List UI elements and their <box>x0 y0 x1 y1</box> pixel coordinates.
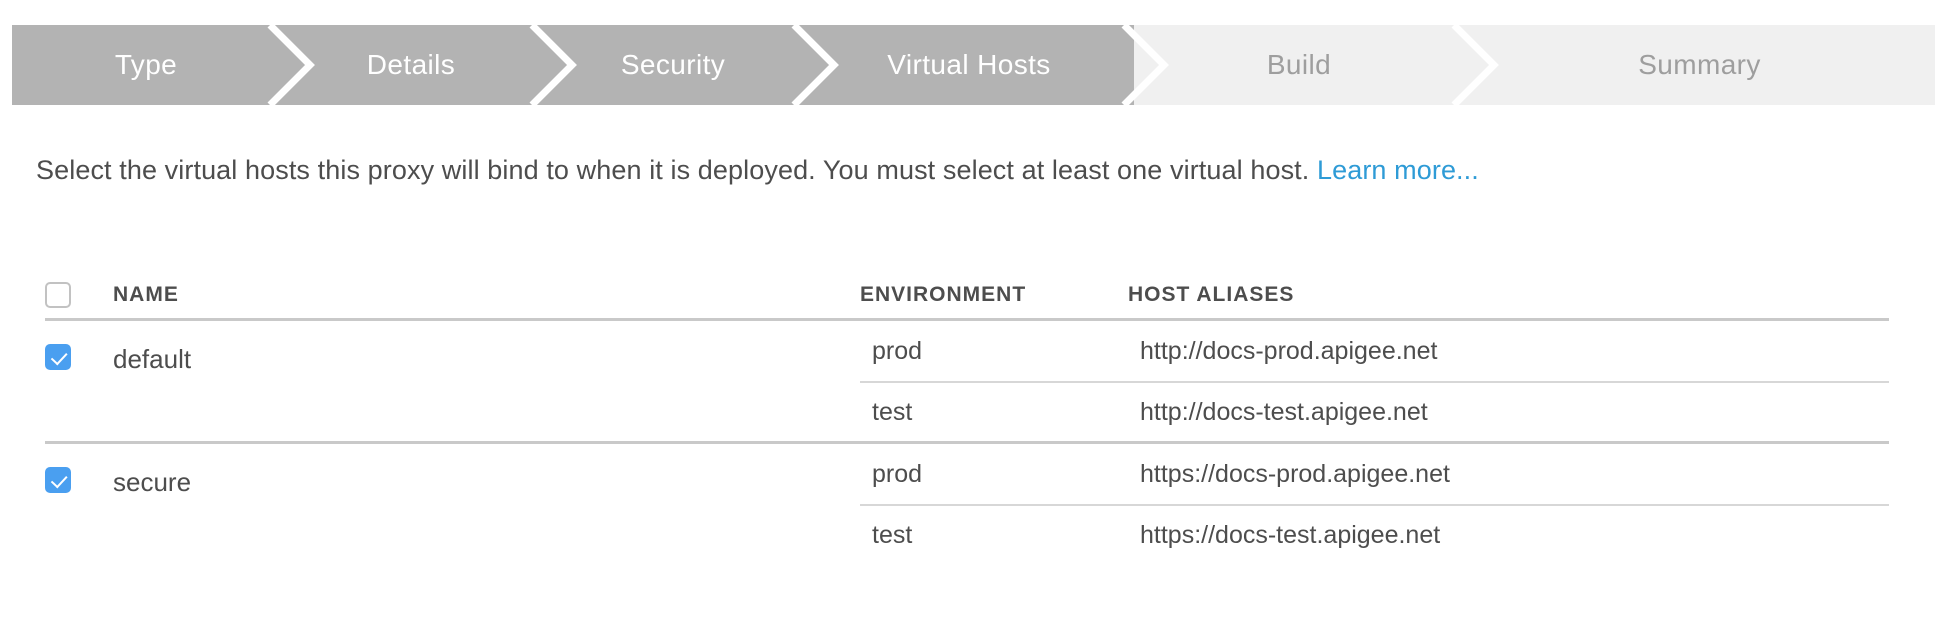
wizard-step-label: Summary <box>1638 49 1761 80</box>
virtual-host-name: secure <box>113 467 192 497</box>
wizard-step-bar: Type Details Security Virtual Hosts Build Sum… <box>12 25 1935 105</box>
table-body: default prod http://docs-prod.apigee.net te… <box>45 318 1889 564</box>
virtual-host-name-cell: default <box>45 321 860 441</box>
wizard-step-details[interactable]: Details <box>280 25 582 105</box>
environment-rows: prod http://docs-prod.apigee.net test http:… <box>860 321 1889 441</box>
select-all-cell <box>45 282 113 308</box>
wizard-step-type[interactable]: Type <box>12 25 320 105</box>
environment-value: test <box>872 397 913 426</box>
table-row: prod https://docs-prod.apigee.net <box>860 444 1889 504</box>
host-alias-value: https://docs-prod.apigee.net <box>1140 459 1450 488</box>
host-alias-value: http://docs-test.apigee.net <box>1140 397 1428 426</box>
table-row: test http://docs-test.apigee.net <box>860 381 1889 441</box>
virtual-host-select-cell <box>45 467 113 493</box>
virtual-host-group: secure prod https://docs-prod.apigee.net te… <box>45 441 1889 564</box>
table-row: test https://docs-test.apigee.net <box>860 504 1889 564</box>
table-header-row: NAME ENVIRONMENT HOST ALIASES <box>45 272 1889 318</box>
wizard-step-summary[interactable]: Summary <box>1464 25 1935 105</box>
wizard-step-virtual-hosts[interactable]: Virtual Hosts <box>804 25 1174 105</box>
wizard-step-security[interactable]: Security <box>542 25 844 105</box>
column-header-environment: ENVIRONMENT <box>860 283 1027 306</box>
host-alias-value: https://docs-test.apigee.net <box>1140 520 1441 549</box>
environment-value: test <box>872 520 913 549</box>
virtual-host-name: default <box>113 344 192 374</box>
wizard-step-build[interactable]: Build <box>1134 25 1504 105</box>
wizard-step-label: Security <box>620 49 726 80</box>
column-header-host-aliases: HOST ALIASES <box>1128 283 1295 306</box>
environment-value: prod <box>872 336 923 365</box>
virtual-host-checkbox[interactable] <box>45 467 71 493</box>
wizard-step-label: Virtual Hosts <box>887 49 1051 80</box>
wizard-step-label: Details <box>366 49 456 80</box>
wizard-step-label: Build <box>1266 49 1332 80</box>
virtual-host-group: default prod http://docs-prod.apigee.net te… <box>45 318 1889 441</box>
wizard-step-label: Type <box>114 49 178 80</box>
host-alias-value: http://docs-prod.apigee.net <box>1140 336 1438 365</box>
virtual-hosts-table: NAME ENVIRONMENT HOST ALIASES default pro… <box>45 272 1889 564</box>
learn-more-link[interactable]: Learn more... <box>1316 155 1479 185</box>
virtual-host-checkbox[interactable] <box>45 344 71 370</box>
virtual-host-select-cell <box>45 344 113 370</box>
virtual-host-name-cell: secure <box>45 444 860 564</box>
page-description: Select the virtual hosts this proxy will… <box>36 155 1479 186</box>
select-all-checkbox[interactable] <box>45 282 71 308</box>
description-text: Select the virtual hosts this proxy will… <box>36 155 1317 185</box>
environment-rows: prod https://docs-prod.apigee.net test http… <box>860 444 1889 564</box>
column-header-name: NAME <box>113 283 179 306</box>
table-row: prod http://docs-prod.apigee.net <box>860 321 1889 381</box>
environment-value: prod <box>872 459 923 488</box>
